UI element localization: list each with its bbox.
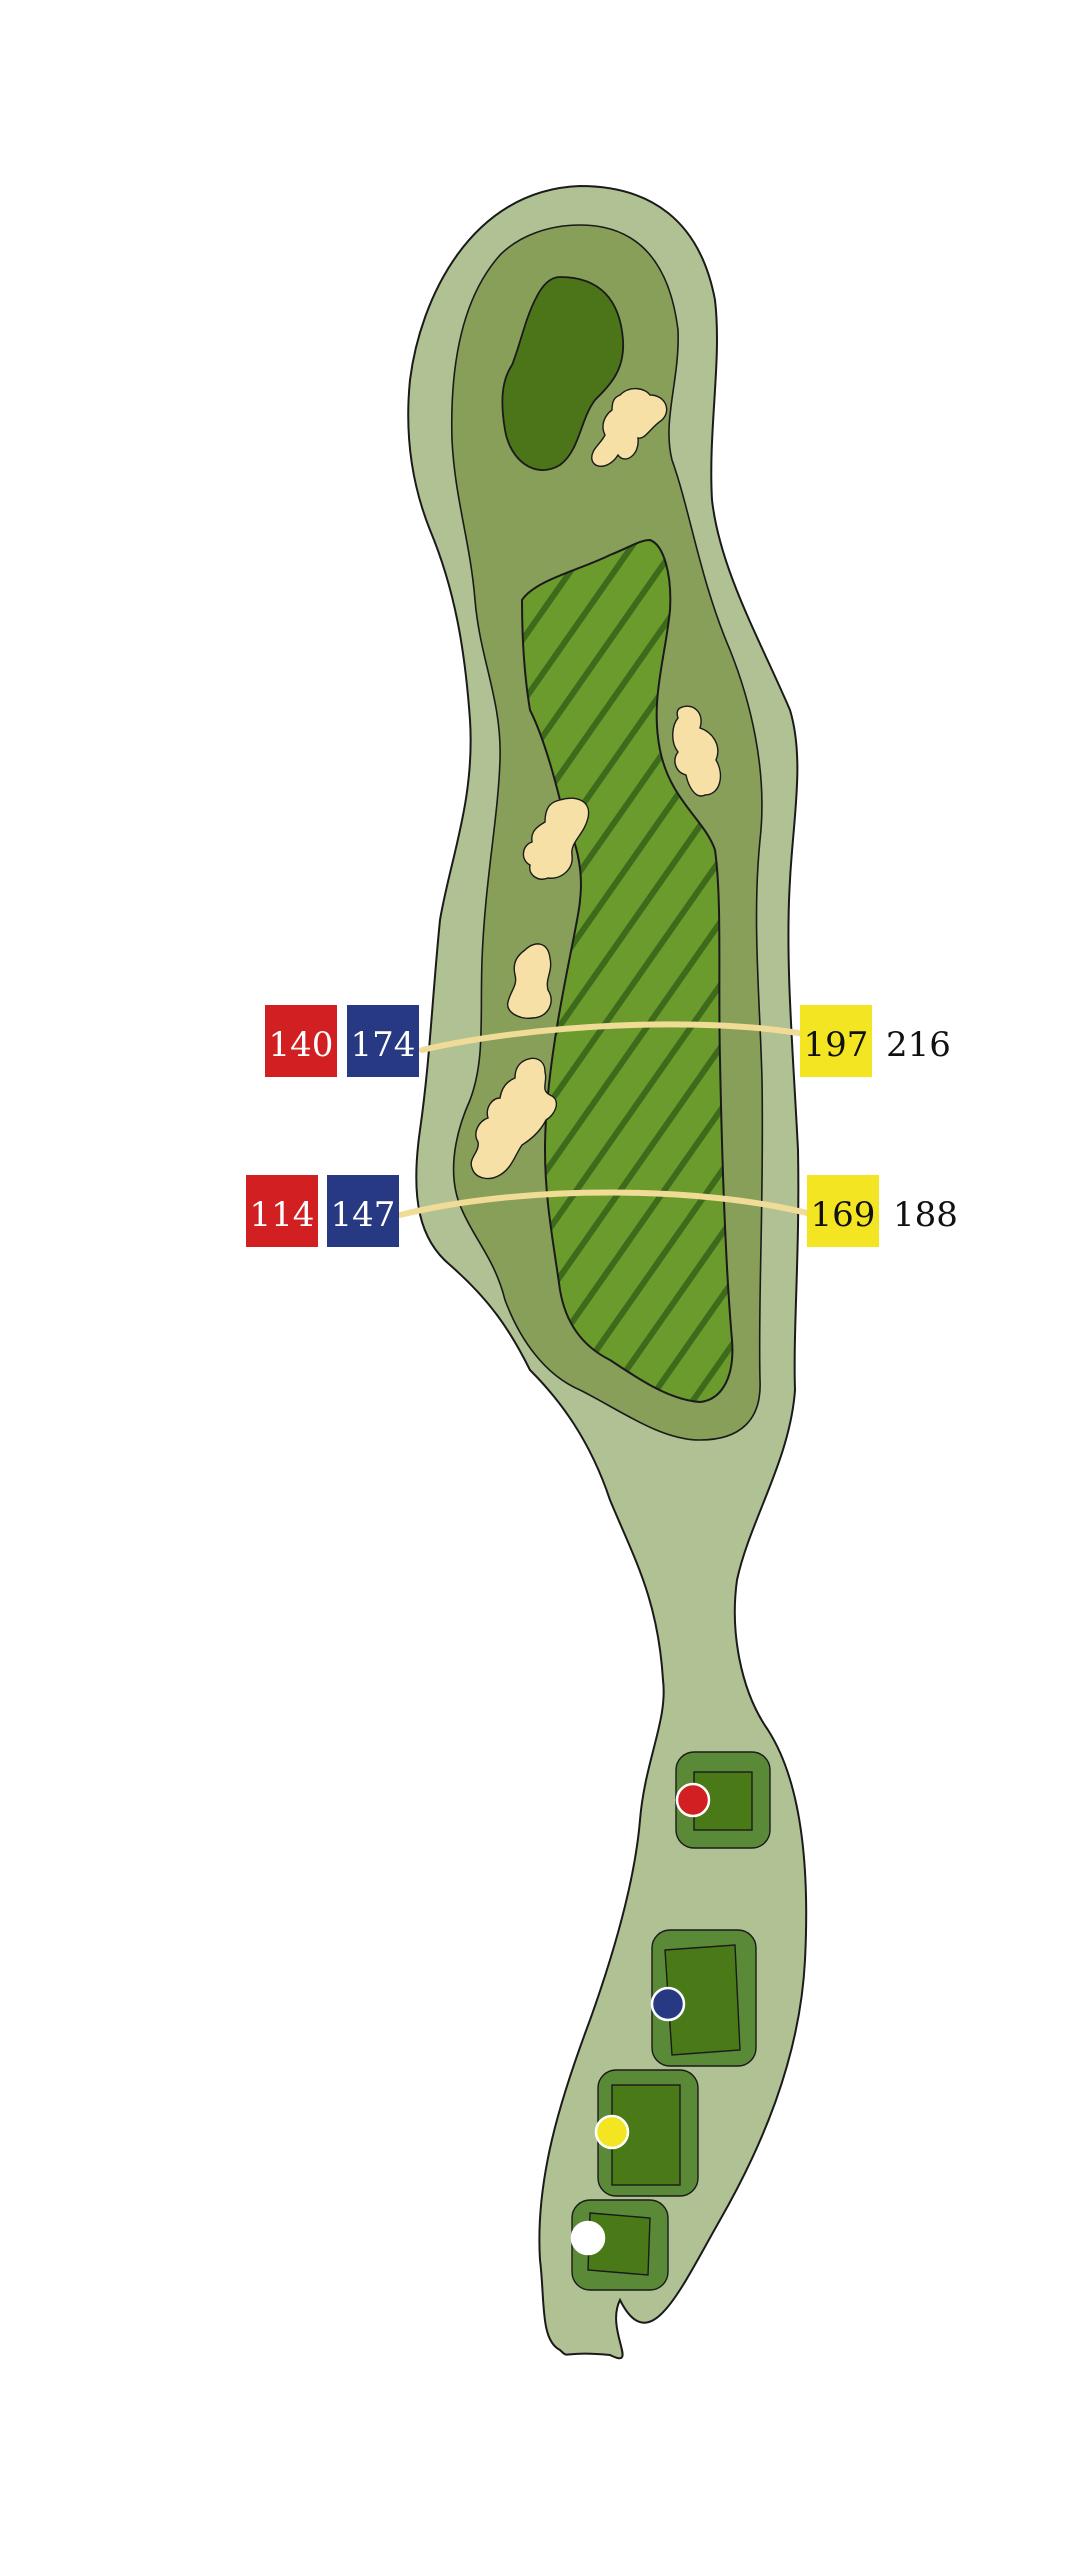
bunker-left-3 [470, 1057, 558, 1180]
yellow-tee-distance-box [800, 1005, 872, 1077]
blue-tee-distance-box [347, 1005, 419, 1077]
distance-row-1: 140 174 197 216 [265, 1005, 951, 1077]
distance-arc-lower [397, 1189, 818, 1218]
white-tee-distance: 188 [893, 1195, 958, 1235]
tee-box-red [675, 1751, 771, 1849]
yellow-tee-distance-box [807, 1175, 879, 1247]
red-tee-distance: 140 [269, 1025, 334, 1065]
distance-arc-upper [419, 1021, 813, 1053]
tee-box-blue [650, 1929, 757, 2067]
red-tee-distance-box [246, 1175, 318, 1247]
yellow-tee-distance: 197 [804, 1025, 869, 1065]
bunker-greenside [591, 387, 668, 467]
bunker-left-1 [522, 797, 590, 880]
tee-marker-icon [675, 1782, 711, 1818]
blue-tee-distance-box [327, 1175, 399, 1247]
tee-marker-icon [650, 1986, 686, 2022]
fairway [520, 538, 734, 1404]
bunker-right [672, 705, 722, 797]
blue-tee-distance: 174 [351, 1025, 416, 1065]
bunker-left-2 [506, 943, 552, 1019]
blue-tee-distance: 147 [331, 1195, 396, 1235]
tee-marker-icon [570, 2220, 606, 2256]
white-tee-distance: 216 [886, 1025, 951, 1065]
tee-box-white [570, 2199, 669, 2291]
distance-row-2: 114 147 169 188 [246, 1175, 958, 1247]
red-tee-distance: 114 [250, 1195, 315, 1235]
tee-box-yellow [594, 2069, 699, 2197]
putting-green [501, 276, 624, 471]
yellow-tee-distance: 169 [811, 1195, 876, 1235]
tee-marker-icon [594, 2114, 630, 2150]
red-tee-distance-box [265, 1005, 337, 1077]
